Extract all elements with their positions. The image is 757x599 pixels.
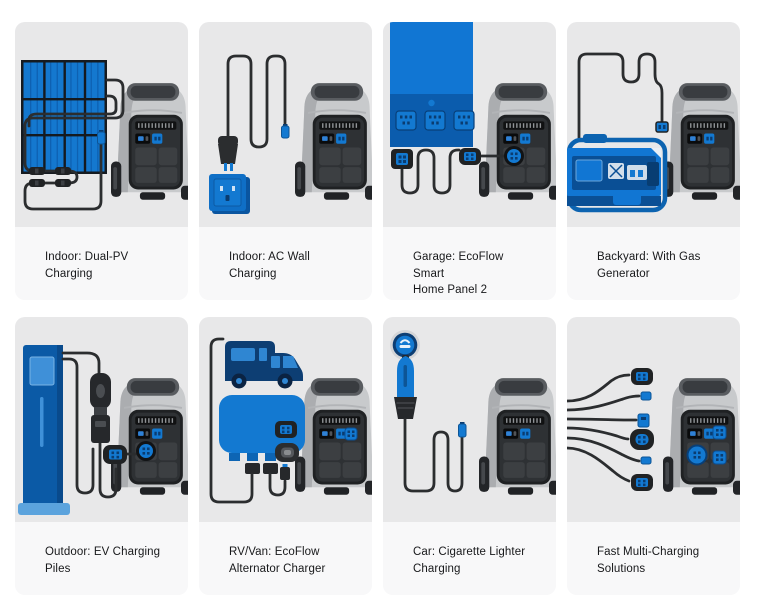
station-multi-port-icons bbox=[686, 425, 727, 466]
scenario-card-fast-multi-charging: Fast Multi-Charging Solutions bbox=[567, 317, 740, 595]
station-connector-icon bbox=[459, 148, 481, 165]
xt60-plug-icon bbox=[97, 130, 106, 145]
scenario-card-indoor-dual-pv: Indoor: Dual-PV Charging bbox=[15, 22, 188, 300]
mc4-connectors bbox=[29, 167, 71, 187]
scenario-caption: Indoor: AC Wall Charging bbox=[199, 227, 372, 300]
gas-generator-illustration bbox=[567, 22, 740, 227]
ev-pile-illustration bbox=[15, 317, 188, 522]
cigarette-lighter-plug-icon bbox=[394, 355, 417, 419]
smart-home-panel-icon bbox=[390, 22, 475, 147]
cigarette-lighter-illustration bbox=[383, 317, 556, 522]
lighter-socket-badge-icon bbox=[390, 330, 420, 360]
station-side-port-icon bbox=[344, 427, 358, 441]
power-station-icon bbox=[295, 82, 372, 201]
power-station-icon bbox=[479, 82, 556, 201]
power-station-icon bbox=[111, 377, 188, 496]
scenario-card-garage-smart-home-panel: Garage: EcoFlow Smart Home Panel 2 bbox=[383, 22, 556, 300]
scenario-caption: RV/Van: EcoFlow Alternator Charger bbox=[199, 522, 372, 595]
lighter-cable bbox=[403, 417, 464, 493]
alternator-charger-illustration bbox=[199, 317, 372, 522]
scenario-card-backyard-gas-generator: Backyard: With Gas Generator bbox=[567, 22, 740, 300]
scenario-caption: Backyard: With Gas Generator bbox=[567, 227, 740, 300]
scenario-card-car-cigarette-lighter: Car: Cigarette Lighter Charging bbox=[383, 317, 556, 595]
power-station-icon bbox=[663, 377, 740, 496]
cigarette-lighter-art bbox=[390, 330, 556, 496]
scenario-caption: Car: Cigarette Lighter Charging bbox=[383, 522, 556, 595]
dual-pv-illustration bbox=[15, 22, 188, 227]
dual-pv-art bbox=[21, 60, 188, 211]
charger-cables bbox=[209, 337, 287, 504]
xt60-plug-icon bbox=[655, 121, 669, 133]
ev-cables bbox=[61, 351, 138, 499]
multi-cables bbox=[567, 373, 641, 483]
pv-cables bbox=[23, 78, 125, 211]
scenario-card-outdoor-ev-piles: Outdoor: EV Charging Piles bbox=[15, 317, 188, 595]
power-station-icon bbox=[663, 82, 740, 201]
ev-gun-connector-icon bbox=[90, 373, 111, 443]
gas-generator-art bbox=[567, 52, 740, 213]
station-connector-icon bbox=[103, 445, 127, 464]
cable-plug-icon bbox=[280, 464, 290, 480]
scenario-caption: Fast Multi-Charging Solutions bbox=[567, 522, 740, 595]
multi-charging-illustration bbox=[567, 317, 740, 522]
ev-charging-pile-icon bbox=[18, 345, 70, 515]
station-input-port-icon bbox=[136, 441, 156, 461]
ac-wall-art bbox=[209, 54, 372, 214]
smart-home-panel-illustration bbox=[383, 22, 556, 227]
rv-van-icon bbox=[225, 341, 303, 389]
scenario-caption: Garage: EcoFlow Smart Home Panel 2 bbox=[383, 227, 556, 300]
multi-connector-icons bbox=[630, 368, 654, 491]
smart-home-panel-art bbox=[390, 22, 556, 201]
panel-cable bbox=[391, 148, 506, 195]
ac-cable bbox=[226, 54, 287, 149]
scenario-card-indoor-ac-wall: Indoor: AC Wall Charging bbox=[199, 22, 372, 300]
scenario-caption: Outdoor: EV Charging Piles bbox=[15, 522, 188, 595]
xt60-plug-icon bbox=[458, 422, 467, 438]
power-station-icon bbox=[479, 377, 556, 496]
alternator-charger-art bbox=[209, 337, 372, 504]
xt60-plug-icon bbox=[281, 124, 290, 139]
power-station-icon bbox=[295, 377, 372, 496]
station-input-port-icon bbox=[504, 146, 524, 166]
alternator-charger-box-icon bbox=[219, 395, 305, 474]
ac-wall-illustration bbox=[199, 22, 372, 227]
scenario-caption: Indoor: Dual-PV Charging bbox=[15, 227, 188, 300]
panel-connector-icon bbox=[391, 149, 413, 169]
wall-outlet-icon bbox=[209, 174, 250, 214]
scenario-card-rv-van-alternator: RV/Van: EcoFlow Alternator Charger bbox=[199, 317, 372, 595]
generator-cable bbox=[577, 52, 664, 142]
connector-stack-icons bbox=[275, 421, 299, 462]
multi-charging-art bbox=[567, 368, 740, 496]
ac-plug-icon bbox=[218, 136, 238, 171]
gas-generator-icon bbox=[567, 134, 668, 213]
ev-pile-art bbox=[18, 345, 188, 515]
